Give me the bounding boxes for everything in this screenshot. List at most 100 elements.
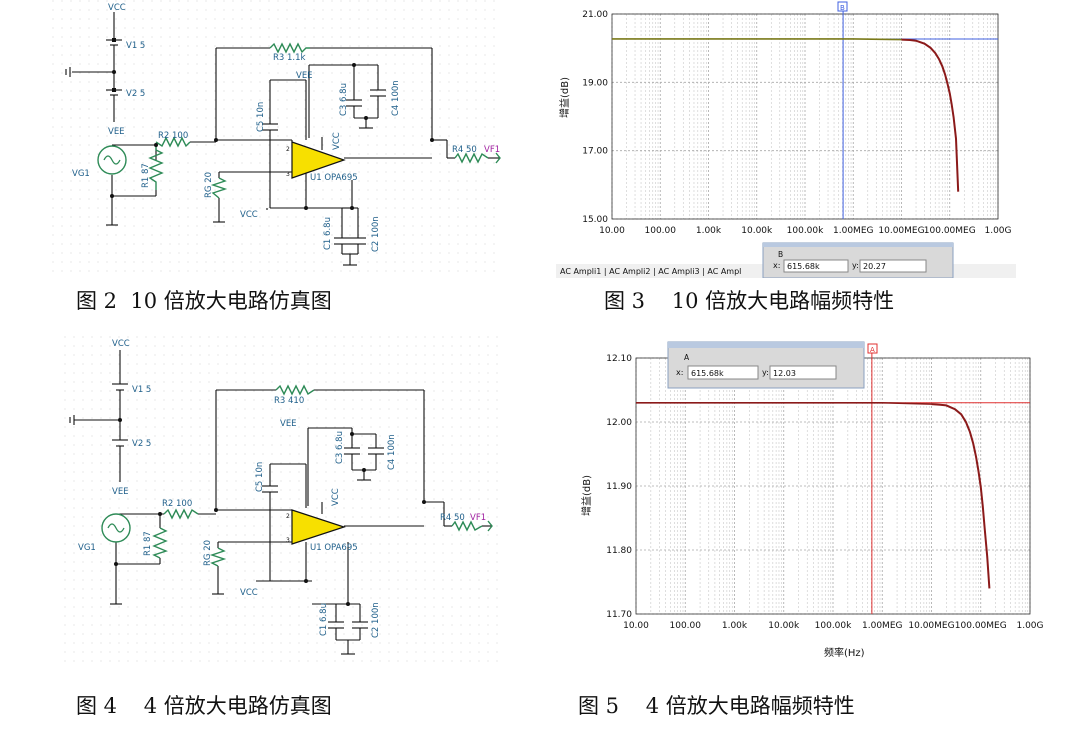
- c5-label-4x: C5 10n: [255, 462, 265, 492]
- v2-label: V2 5: [126, 89, 145, 99]
- schematic-10x: VCC V1 5 V2 5 VEE R3 1.1k VEE C3 6.8u C4…: [52, 0, 502, 278]
- c2-label-4x: C2 100n: [371, 602, 381, 638]
- x-tick-label: 1.00k: [696, 226, 722, 236]
- x-tick-label: 100.00MEG: [924, 226, 976, 236]
- y-tick-label: 21.00: [582, 10, 608, 20]
- cursor-b-marker[interactable]: [837, 1, 848, 12]
- gain-curve-rolloff: [901, 38, 960, 192]
- x-tick-label: 10.00: [623, 621, 649, 631]
- x-tick-label: 10.00k: [741, 226, 773, 236]
- c4-label: C4 100n: [391, 80, 401, 116]
- plot-4x-ylabel: 增益(dB): [580, 475, 593, 516]
- cursor-a-x-field[interactable]: [687, 365, 759, 380]
- cursor-a-dialog[interactable]: A x: 615.68k y: 12.03: [667, 341, 865, 389]
- y-tick-label: 17.00: [582, 147, 608, 157]
- r2-label-4x: R2 100: [162, 499, 192, 509]
- y-tick-label: 11.80: [606, 546, 632, 556]
- cursor-b-marker-label: B: [840, 4, 845, 12]
- x-tick-label: 10.00MEG: [878, 226, 924, 236]
- cursor-a-marker-label: A: [870, 346, 875, 354]
- vf1-label-4x: VF1: [470, 513, 486, 523]
- cursor-b-name: B: [778, 250, 783, 259]
- cursor-b-y-label: y:: [852, 261, 859, 270]
- plot-4x-xlabel: 频率(Hz): [824, 646, 865, 659]
- cursor-a-y-value: 12.03: [773, 369, 796, 378]
- caption-fig2: 图 2 10 倍放大电路仿真图: [76, 289, 332, 313]
- opamp-icon-4x: [291, 509, 346, 545]
- y-tick-label: 19.00: [582, 78, 608, 88]
- cursor-b-y-field[interactable]: [859, 259, 927, 273]
- v2-label-4x: V2 5: [132, 439, 151, 449]
- y-tick-label: 15.00: [582, 215, 608, 225]
- vcc-low-label: VCC: [240, 210, 258, 220]
- cursor-a-name: A: [684, 353, 690, 362]
- c5-label: C5 10n: [256, 102, 266, 132]
- y-tick-label: 12.00: [606, 418, 632, 428]
- r3-label-4x: R3 410: [274, 396, 304, 406]
- gain-curve-flat: [636, 402, 932, 405]
- x-tick-label: 10.00k: [768, 621, 800, 631]
- x-tick-label: 100.00k: [815, 621, 852, 631]
- rg-label-4x: RG 20: [203, 540, 213, 566]
- r4-label: R4 50: [452, 145, 477, 155]
- x-tick-label: 1.00MEG: [862, 621, 902, 631]
- x-tick-label: 10.00: [599, 226, 625, 236]
- cursor-a-x-label: x:: [676, 368, 683, 377]
- x-tick-label: 100.00k: [787, 226, 824, 236]
- vee-amp-label-4x: VEE: [280, 419, 297, 429]
- c3-label-4x: C3 6.8u: [335, 431, 345, 464]
- vcc-amp-label-4x: VCC: [331, 488, 341, 506]
- r1-label-4x: R1 87: [143, 531, 153, 556]
- schematic-4x-svg: VCC V1 5 V2 5 VEE R3 410 VEE C3 6.8u C4 …: [64, 336, 504, 666]
- r4-label-4x: R4 50: [440, 513, 465, 523]
- vcc-amp-label: VCC: [332, 132, 342, 150]
- r1-label: R1 87: [141, 163, 151, 188]
- x-tick-label: 100.00: [670, 621, 702, 631]
- rg-label: RG 20: [204, 172, 214, 198]
- vcc-top-label: VCC: [108, 3, 126, 13]
- cursor-b-dialog[interactable]: B x: 615.68k y: 20.27: [762, 242, 954, 279]
- y-tick-label: 11.90: [606, 482, 632, 492]
- caption-fig4: 图 4 4 倍放大电路仿真图: [76, 694, 332, 718]
- schematic-4x: VCC V1 5 V2 5 VEE R3 410 VEE C3 6.8u C4 …: [64, 336, 504, 666]
- caption-fig3: 图 3 10 倍放大电路幅频特性: [604, 289, 895, 313]
- r2-label: R2 100: [158, 131, 188, 141]
- plot-frame: [611, 13, 999, 220]
- caption-fig5: 图 5 4 倍放大电路幅频特性: [578, 694, 855, 718]
- schematic-10x-svg: VCC V1 5 V2 5 VEE R3 1.1k VEE C3 6.8u C4…: [52, 0, 502, 278]
- vee-bottom-label-4x: VEE: [112, 487, 129, 497]
- x-tick-label: 1.00MEG: [833, 226, 873, 236]
- vcc-low-label-4x: VCC: [240, 588, 258, 598]
- x-tick-label: 1.00G: [984, 226, 1011, 236]
- v1-label-4x: V1 5: [132, 385, 151, 395]
- cursor-b-x-field[interactable]: [783, 259, 849, 273]
- c3-label: C3 6.8u: [339, 83, 349, 116]
- u1-label: U1 OPA695: [310, 173, 358, 183]
- pin3-label-4x: 3: [286, 537, 290, 544]
- x-tick-label: 100.00: [645, 226, 677, 236]
- y-tick-label: 12.10: [606, 354, 632, 364]
- x-tick-label: 10.00MEG: [908, 621, 954, 631]
- vee-bottom-label: VEE: [108, 127, 125, 137]
- u1-label-4x: U1 OPA695: [310, 543, 358, 553]
- gain-curve-rolloff: [931, 403, 991, 589]
- c1-label: C1 6.8u: [323, 217, 333, 250]
- x-tick-label: 1.00G: [1016, 621, 1043, 631]
- pin2-label-4x: 2: [286, 513, 290, 520]
- cursor-b-x-label: x:: [773, 261, 780, 270]
- cursor-b-x-value: 615.68k: [787, 262, 820, 271]
- plot-10x: 10.00 100.00 1.00k 10.00k 100.00k 1.00MEG 10.0…: [556, 0, 1016, 279]
- plot-10x-tabs[interactable]: AC Ampli1 | AC Ampli2 | AC Ampli3 | AC A…: [560, 267, 741, 276]
- vf1-label: VF1: [484, 145, 500, 155]
- opamp-icon: [291, 141, 346, 179]
- cursor-a-y-field[interactable]: [769, 365, 837, 380]
- plot-4x-svg: 10.00 100.00 1.00k 10.00k 100.00k 1.00MEG 10.0…: [578, 338, 1058, 668]
- plot-10x-svg: 10.00 100.00 1.00k 10.00k 100.00k 1.00MEG 10.0…: [556, 0, 1016, 279]
- c4-label-4x: C4 100n: [387, 434, 397, 470]
- cursor-b-y-value: 20.27: [863, 262, 886, 271]
- cursor-a-marker[interactable]: [867, 343, 878, 354]
- c2-label: C2 100n: [371, 216, 381, 252]
- cursor-a-y-label: y:: [762, 368, 769, 377]
- cursor-a-x-value: 615.68k: [691, 369, 724, 378]
- x-tick-label: 1.00k: [722, 621, 748, 631]
